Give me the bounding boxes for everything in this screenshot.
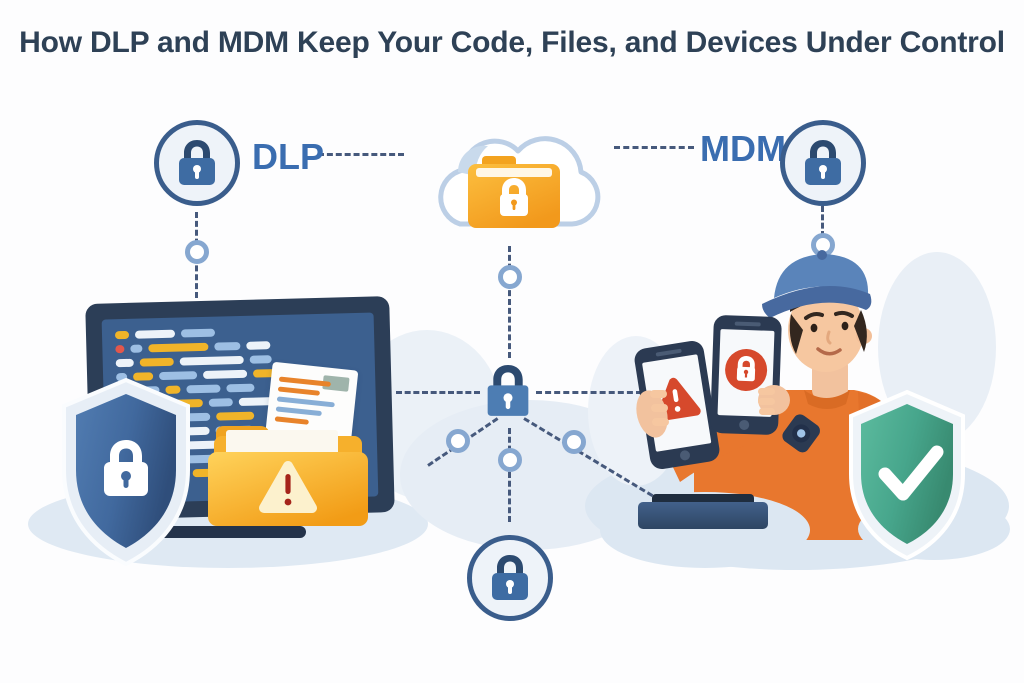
lock-icon — [104, 440, 148, 496]
connector-node — [446, 429, 470, 453]
document-line — [276, 396, 335, 408]
person-eye — [810, 323, 818, 333]
phone-warning-icon — [634, 341, 720, 469]
monitor-base — [156, 526, 306, 538]
mdm-label: MDM — [700, 128, 786, 169]
dashed-connector-cloud-mdm — [614, 146, 694, 149]
connector-node — [562, 430, 586, 454]
shield-lock-icon — [62, 377, 190, 567]
dashed-connector-hub-person — [536, 391, 642, 394]
cap-brim — [762, 286, 872, 318]
connector-node — [498, 448, 522, 472]
check-icon — [878, 445, 944, 501]
person-right-hand — [758, 385, 790, 415]
dashed-connector-monitor-hub — [396, 391, 480, 394]
document-line — [275, 406, 322, 417]
laptop-lid — [652, 494, 754, 503]
cloud-folder-lock-icon — [438, 136, 601, 228]
dashed-connector-dlp-cloud — [318, 153, 404, 156]
dashed-connector-hub-bottom — [508, 428, 511, 522]
document-line — [277, 386, 321, 396]
lock-icon — [492, 555, 528, 600]
dlp-lock-badge — [154, 120, 240, 206]
bottom-lock-badge — [467, 535, 553, 621]
laptop-icon — [638, 494, 768, 530]
shield-check-icon — [849, 389, 965, 561]
lock-icon — [179, 140, 215, 185]
hub-lock-icon — [487, 365, 529, 416]
page-title: How DLP and MDM Keep Your Code, Files, a… — [19, 26, 1005, 59]
person-face — [788, 288, 864, 372]
folder-lock-icon — [468, 156, 560, 228]
watch-icon — [782, 414, 820, 453]
mdm-lock-badge — [780, 120, 866, 206]
lock-icon — [805, 140, 841, 185]
person-eye — [841, 321, 849, 331]
phone-lock-icon — [710, 315, 782, 435]
dashed-connector-cloud-hub — [508, 246, 511, 358]
connector-node — [185, 240, 209, 264]
folder-warning-icon — [208, 426, 368, 526]
laptop-base — [638, 502, 768, 529]
connector-node — [498, 265, 522, 289]
dlp-label: DLP — [252, 136, 324, 177]
person-left-hand — [636, 390, 669, 438]
